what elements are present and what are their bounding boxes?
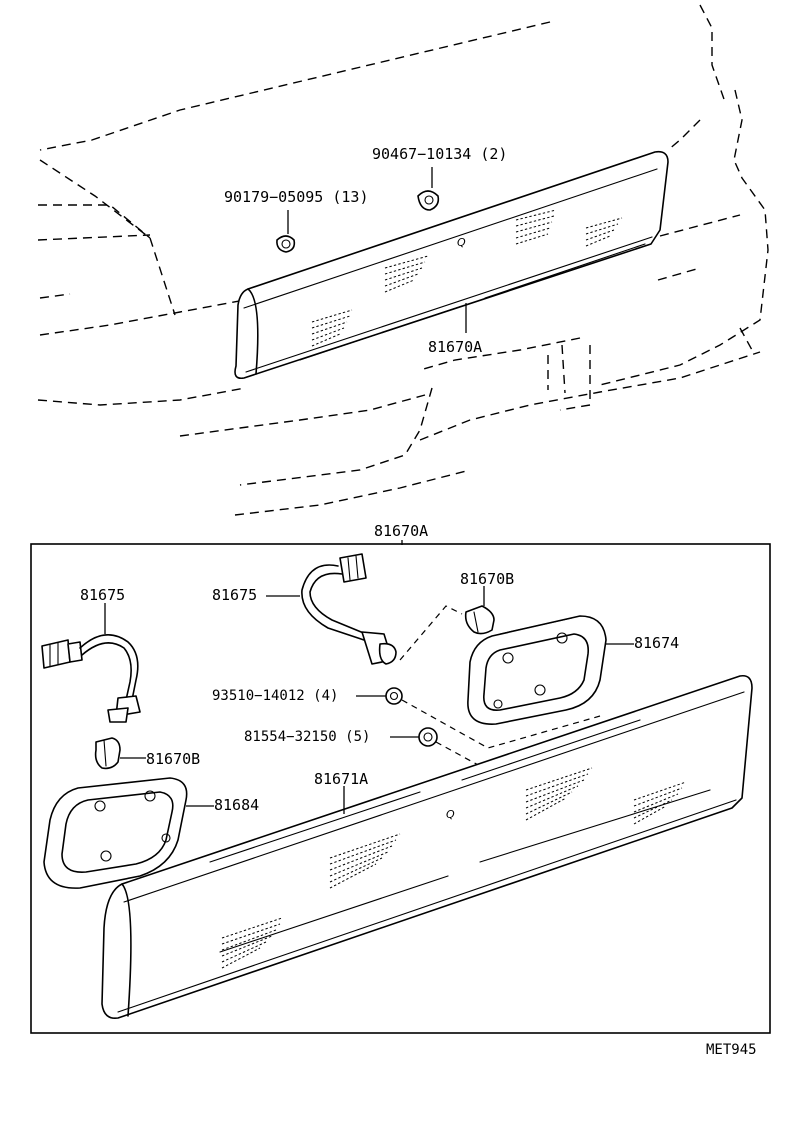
assembly-line-washer: [435, 741, 481, 767]
label-upper-assy: 81670A: [428, 338, 482, 356]
right-gasket: [467, 615, 607, 725]
label-socket-left: 81675: [80, 586, 125, 604]
upper-emblem: Q: [457, 236, 466, 249]
left-bulb: [94, 737, 121, 770]
nut: [385, 687, 403, 705]
vehicle-body-outline: [37, 4, 769, 516]
label-lens: 81671A: [314, 770, 368, 788]
upper-grille-right-a: [515, 209, 557, 245]
assembly-line-bulb: [399, 605, 463, 661]
label-washer: 81554−32150 (5): [244, 729, 370, 745]
lower-grille-right-a: [525, 767, 593, 821]
label-upper-screw: 90467−10134 (2): [372, 145, 507, 163]
left-socket-harness: [41, 634, 141, 723]
upper-screw: [417, 190, 440, 211]
lower-grille-left: [221, 917, 283, 969]
lower-emblem: Q: [446, 808, 455, 821]
upper-grille-right-b: [585, 217, 623, 247]
label-upper-clip: 90179−05095 (13): [224, 188, 369, 206]
label-nut: 93510−14012 (4): [212, 688, 338, 704]
lower-lens: Q: [101, 674, 753, 1020]
label-bulb-right: 81670B: [460, 570, 514, 588]
diagram-code: MET945: [706, 1042, 757, 1058]
label-bulb-left: 81670B: [146, 750, 200, 768]
left-gasket: [43, 777, 188, 889]
upper-grille-left: [311, 309, 353, 347]
lower-grille-right-b: [633, 781, 687, 825]
label-gasket-left: 81684: [214, 796, 259, 814]
label-gasket-right: 81674: [634, 634, 679, 652]
assembly-line-nut: [401, 699, 601, 749]
upper-grille-center: [384, 255, 429, 293]
right-socket-harness: [301, 553, 397, 665]
exploded-view-frame: [30, 543, 771, 1034]
right-bulb: [464, 605, 495, 635]
lower-grille-center: [329, 833, 401, 889]
washer: [418, 727, 438, 747]
upper-garnish-assembly: Q: [234, 150, 669, 380]
label-box-assy: 81670A: [374, 522, 428, 540]
upper-clip: [276, 235, 296, 253]
label-socket-right: 81675: [212, 586, 257, 604]
